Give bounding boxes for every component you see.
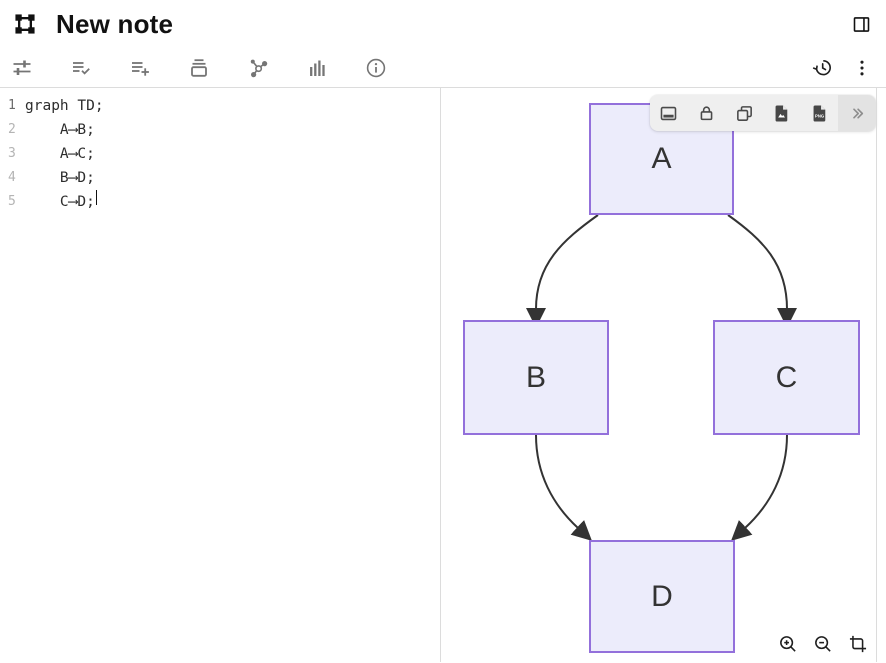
png-label: PNG [815,113,824,118]
header: New note [0,0,886,88]
diagram-node-D[interactable]: D [589,540,735,653]
edge-B-D [535,434,592,541]
zoom-out-icon[interactable] [812,633,834,655]
zoom-in-icon[interactable] [777,633,799,655]
code-text: A⟶B; [25,122,95,138]
list-add-icon[interactable] [128,56,152,80]
list-check-icon[interactable] [69,56,93,80]
kebab-menu-icon[interactable] [851,57,873,79]
crop-icon[interactable] [847,633,869,655]
node-label: A [651,142,672,175]
code-line[interactable]: 5 C⟶D; [0,190,440,214]
zoom-controls [777,633,869,655]
node-label: D [651,579,673,613]
bar-chart-icon[interactable] [305,56,329,80]
line-number: 5 [8,194,16,209]
info-icon[interactable] [364,56,388,80]
code-editor[interactable]: 1 graph TD; 2 A⟶B; 3 A⟶C; 4 B⟶D; 5 C⟶D; [0,88,441,662]
code-line[interactable]: 2 A⟶B; [0,118,440,142]
scrollbar-gutter-line [876,88,877,662]
code-line[interactable]: 3 A⟶C; [0,142,440,166]
dock-right-icon[interactable] [851,14,872,35]
toolbar-right-group [811,56,873,79]
image-file-icon[interactable] [763,95,801,131]
vector-square-icon [10,9,40,39]
toolbar-left-group [10,56,388,80]
code-line[interactable]: 1 graph TD; [0,94,440,118]
code-text: A⟶C; [25,146,95,162]
edge-A-B [526,214,599,328]
line-number: 2 [8,122,16,137]
line-number: 3 [8,146,16,161]
copy-icon[interactable] [725,95,763,131]
diagram-node-C[interactable]: C [713,320,860,435]
diagram-preview[interactable]: A B C D [441,88,886,662]
diagram-node-B[interactable]: B [463,320,609,435]
edge-C-D [731,434,788,541]
code-line[interactable]: 4 B⟶D; [0,166,440,190]
header-toolbar [0,48,886,87]
content-area: 1 graph TD; 2 A⟶B; 3 A⟶C; 4 B⟶D; 5 C⟶D; [0,88,886,662]
code-text: C⟶D; [25,194,95,210]
floating-toolbar: PNG [650,95,876,131]
node-label: B [525,360,546,394]
page-title: New note [56,8,174,39]
tune-icon[interactable] [10,56,34,80]
line-number: 1 [8,98,16,113]
history-icon[interactable] [811,56,834,79]
line-number: 4 [8,170,16,185]
png-file-icon[interactable]: PNG [801,95,839,131]
diagram-edges-svg [526,214,797,541]
graph-icon[interactable] [246,56,270,80]
lock-icon[interactable] [688,95,726,131]
code-text: graph TD; [25,98,104,114]
edge-A-C [727,214,797,328]
code-text: B⟶D; [25,170,95,186]
header-top-row: New note [0,0,886,48]
node-label: C [775,360,798,394]
text-cursor [95,190,98,205]
chevron-double-right-icon[interactable] [838,95,876,131]
archive-box-icon[interactable] [187,56,211,80]
dock-bottom-icon[interactable] [650,95,688,131]
